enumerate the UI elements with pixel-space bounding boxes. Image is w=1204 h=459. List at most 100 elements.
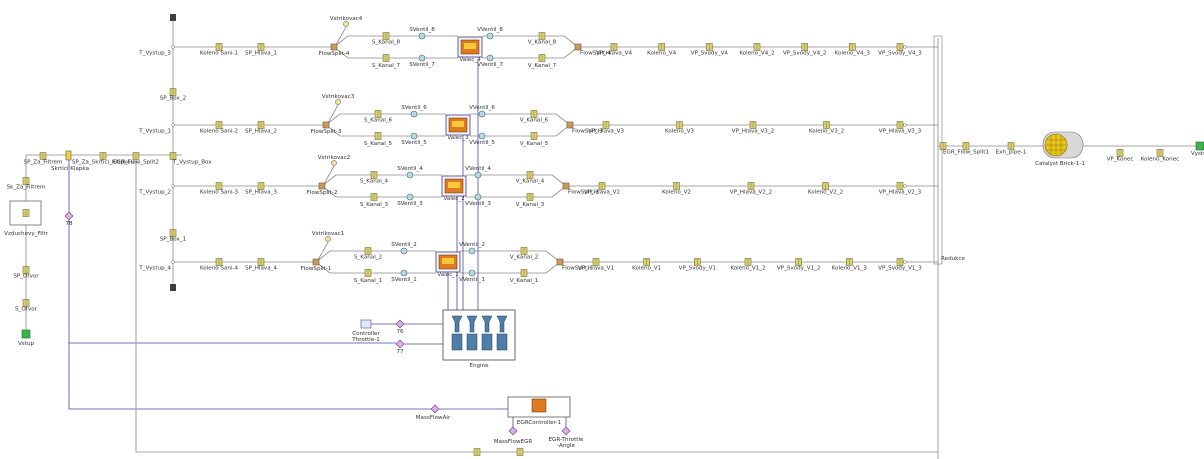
cylinder-flame (464, 43, 476, 49)
intake-flow-split[interactable] (319, 183, 325, 189)
injector-icon[interactable] (325, 236, 330, 241)
exhaust-manifold-pipe-label: VP_Svody_V1_2 (777, 266, 821, 272)
injector-icon[interactable] (343, 21, 348, 26)
exhaust-flow-split[interactable] (557, 259, 563, 265)
exhaust-end-pipe-label: VP_Konec (1107, 157, 1134, 163)
egr-flow-split-1-label: EGR_Flow_Split1 (943, 150, 990, 156)
throttle-icon[interactable] (66, 151, 71, 160)
exhaust-manifold-pipe-label: VP_Hlava_V2_2 (730, 190, 772, 196)
intake-port-lower-label: S_Kanal_3 (360, 202, 389, 208)
exhaust-valve-upper[interactable] (487, 33, 493, 39)
exhaust-valve-lower[interactable] (475, 194, 481, 200)
injector-label: Vstrikovac3 (322, 94, 355, 100)
injector-icon[interactable] (335, 99, 340, 104)
outlet-boundary-icon[interactable] (1196, 142, 1204, 150)
throttle-controller-label-2: Throttle-1 (351, 337, 380, 343)
intake-valve-upper[interactable] (411, 111, 417, 117)
exhaust-branch-lower (460, 262, 560, 273)
cylinder-flame (448, 182, 460, 188)
intake-valve-lower-label: SVentil_1 (391, 277, 417, 283)
injector-connection (324, 166, 334, 184)
intake-port-upper-label: S_Kanal_6 (364, 118, 393, 124)
engine-crank-icon (467, 334, 477, 350)
exhaust-port-upper-label: V_Kanal_8 (528, 40, 557, 46)
throttle-label: Skrtici Klapka (51, 166, 89, 172)
exhaust-manifold-pipe-label: VP_Svody_V4 (691, 51, 729, 57)
after-filter-pipe-label: SP_Za_Filtrem (24, 160, 63, 166)
intake-valve-lower[interactable] (401, 270, 407, 276)
cylinder-label: Valec_2 (443, 196, 464, 202)
mass-flow-egr-icon[interactable] (509, 427, 517, 435)
intake-flow-split[interactable] (313, 259, 319, 265)
engine-gauge-76-label: 76 (396, 329, 404, 335)
injector-label: Vstrikovac4 (330, 16, 363, 22)
cylinder-flame (452, 121, 464, 127)
exhaust-valve-upper[interactable] (475, 172, 481, 178)
intake-valve-lower[interactable] (419, 55, 425, 61)
exhaust-valve-lower[interactable] (469, 270, 475, 276)
engine-crank-icon (497, 334, 507, 350)
intake-branch-lower (334, 47, 458, 58)
throttle-gauge-icon[interactable] (65, 212, 73, 220)
connection-node (904, 124, 907, 127)
exhaust-valve-upper-label: VVentil_6 (469, 105, 495, 111)
exhaust-port-upper-label: V_Kanal_6 (520, 118, 549, 124)
intake-valve-lower[interactable] (411, 133, 417, 139)
injector-connection (336, 27, 346, 45)
throttle-control-wire (69, 220, 396, 343)
egr-throttle-angle-icon[interactable] (562, 427, 570, 435)
intake-box-label: T_Vystup_Box (172, 160, 212, 166)
exhaust-valve-upper[interactable] (469, 248, 475, 254)
intake-valve-upper[interactable] (401, 248, 407, 254)
exhaust-branch-lower (466, 186, 566, 197)
exhaust-valve-lower-label: VVentil_7 (477, 62, 503, 68)
exhaust-valve-lower-label: VVentil_5 (469, 140, 495, 146)
exhaust-end-elbow-label: Koleno_Konec (1141, 157, 1179, 163)
mass-flow-wire (69, 343, 431, 409)
exhaust-manifold-pipe-label: VP_Hlava_V2 (584, 190, 620, 196)
exhaust-manifold-pipe-label: Koleno_V3_2 (809, 129, 844, 135)
intake-flow-split[interactable] (331, 44, 337, 50)
exhaust-valve-lower-label: VVentil_1 (459, 277, 485, 283)
intake-valve-upper-label: SVentil_6 (401, 105, 427, 111)
exhaust-valve-lower[interactable] (487, 55, 493, 61)
intake-valve-lower[interactable] (407, 194, 413, 200)
intake-flow-split[interactable] (323, 122, 329, 128)
exhaust-branch-lower (482, 47, 578, 58)
inlet-boundary-icon[interactable] (22, 330, 30, 338)
intake-port-upper-label: S_Kanal_2 (354, 255, 382, 261)
exhaust-valve-lower-label: VVentil_3 (465, 201, 491, 207)
connection-node (904, 261, 907, 264)
mass-flow-air-icon[interactable] (431, 405, 439, 413)
connection-node (904, 185, 907, 188)
exhaust-manifold-pipe-label: Koleno_V1_3 (832, 266, 868, 272)
engine-gauge-77[interactable] (396, 340, 404, 348)
exhaust-branch-lower (470, 125, 570, 136)
injector-icon[interactable] (331, 160, 336, 165)
plenum-box-2-label: SP_Box_2 (160, 96, 186, 102)
intake-valve-upper[interactable] (419, 33, 425, 39)
runner-outlet-label: T_Vystup_2 (138, 190, 171, 196)
intake-elbow-label: Koleno Sani-3 (200, 190, 239, 196)
filter-outlet-pipe-label: Sk_Za_Filtrem (7, 185, 46, 191)
intake-valve-upper[interactable] (407, 172, 413, 178)
intake-elbow-label: Koleno Sani-4 (200, 266, 239, 272)
exhaust-port-lower-label: V_Kanal_7 (528, 63, 557, 69)
egr-throttle-angle-label-2: -Angle (557, 443, 575, 449)
intake-flow-split-label: FlowSplit-2 (307, 190, 338, 196)
intake-port-upper-label: S_Kanal_8 (372, 40, 401, 46)
exhaust-flow-split[interactable] (575, 44, 581, 50)
egr-controller-label: EGRController-1 (517, 420, 562, 426)
exhaust-manifold-pipe-label: VP_Svody_V1 (679, 266, 717, 272)
runner-outlet-label: T_Vystup_3 (138, 51, 171, 57)
exhaust-valve-lower[interactable] (479, 133, 485, 139)
exhaust-port-upper-label: V_Kanal_4 (516, 179, 545, 185)
engine-gauge-76[interactable] (396, 320, 404, 328)
exhaust-valve-upper[interactable] (479, 111, 485, 117)
catalyst-label: Catalyst Brick-1-1 (1035, 161, 1085, 167)
exhaust-flow-split[interactable] (563, 183, 569, 189)
exhaust-flow-split[interactable] (567, 122, 573, 128)
exhaust-valve-upper-label: VVentil_4 (465, 166, 491, 172)
throttle-controller-icon[interactable] (361, 320, 371, 328)
